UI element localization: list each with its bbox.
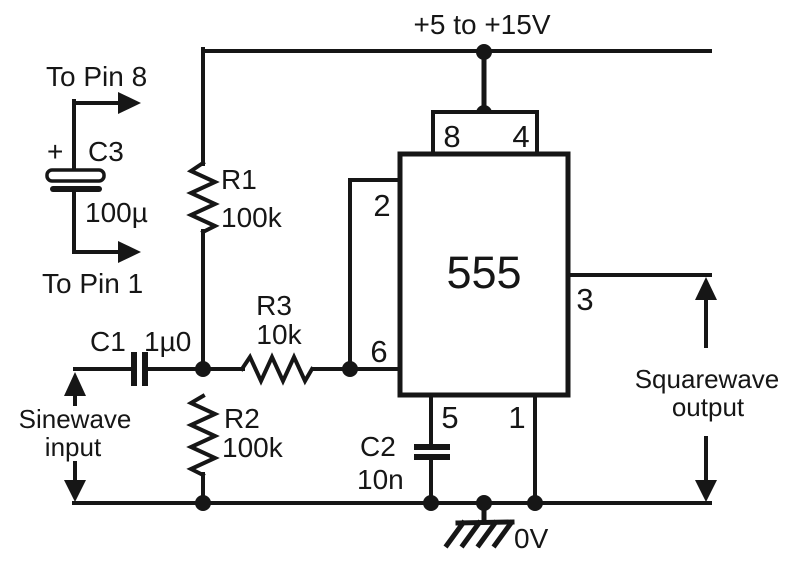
input-arrow-up-icon	[64, 372, 86, 396]
ground-top-bar	[455, 519, 515, 526]
resistor-r1: R1 100k	[186, 160, 283, 235]
sinewave-input-port: Sinewave input	[19, 372, 132, 502]
c2-plate-bottom	[414, 454, 450, 460]
c3-polarity-mark: +	[47, 136, 63, 167]
c3-plate-negative	[50, 186, 102, 192]
resistor-r3: R3 10k	[239, 290, 315, 386]
r3-ref-label: R3	[256, 290, 292, 321]
r2-value-label: 100k	[222, 432, 284, 463]
c1-plate-left	[131, 352, 137, 386]
ic-555: 555 8 4 2 6 3 5 1	[370, 110, 594, 435]
ic-555-body	[397, 151, 571, 398]
ic-555-label: 555	[446, 247, 521, 298]
c2-ground-junction-dot	[423, 495, 439, 511]
pin2-label: 2	[373, 188, 390, 223]
capacitor-c3-branch: To Pin 8 + C3 100µ To Pin 1	[42, 61, 148, 299]
r2-zigzag	[186, 393, 220, 478]
capacitor-c1: C1 1µ0	[90, 326, 191, 386]
input-label-line1: Sinewave	[19, 404, 132, 434]
output-arrow-up-icon	[695, 277, 717, 300]
ground-hatch-4	[491, 519, 515, 549]
pin2-pin6-tie-wire	[348, 178, 402, 371]
output-arrow-down-icon	[695, 480, 717, 502]
ground-symbol-junction-dot	[476, 495, 492, 511]
output-label-line1: Squarewave	[635, 364, 780, 394]
pin8-label: 8	[443, 119, 460, 154]
r1-zigzag	[186, 160, 220, 235]
r1-ref-label: R1	[221, 164, 257, 195]
ground-symbol: 0V	[443, 519, 549, 554]
c3-to-pin8-label: To Pin 8	[46, 61, 147, 92]
r1-value-label: 100k	[221, 202, 283, 233]
r3-zigzag	[239, 352, 315, 386]
c3-to-pin1-label: To Pin 1	[42, 268, 143, 299]
c1-r1-r2-r3-junction-dot	[195, 361, 211, 377]
r2-ref-label: R2	[224, 403, 260, 434]
c1-value-label: 1µ0	[144, 326, 191, 357]
c1-plate-right	[142, 352, 148, 386]
input-arrow-down-icon	[64, 480, 86, 502]
pin3-label: 3	[576, 282, 593, 317]
ground-voltage-label: 0V	[514, 523, 549, 554]
to-pin1-arrow-icon	[118, 241, 141, 263]
pin6-label: 6	[370, 334, 387, 369]
c3-ref-label: C3	[88, 136, 124, 167]
ground-hatch-3	[475, 519, 499, 549]
pin1-ground-junction-dot	[527, 495, 543, 511]
output-label-line2: output	[672, 392, 745, 422]
pin4-label: 4	[512, 119, 529, 154]
to-pin8-arrow-icon	[118, 92, 141, 114]
squarewave-output-port: Squarewave output	[635, 277, 780, 502]
supply-junction-dot	[476, 44, 492, 60]
r3-pin6-junction-dot	[342, 361, 358, 377]
wires	[72, 47, 712, 525]
c2-ref-label: C2	[360, 431, 396, 462]
r2-ground-junction-dot	[195, 495, 211, 511]
pin84-box	[431, 110, 539, 156]
c2-value-label: 10n	[357, 464, 404, 495]
ground-hatch-2	[459, 519, 483, 549]
input-label-line2: input	[45, 432, 102, 462]
c1-ref-label: C1	[90, 326, 126, 357]
c2-plate-top	[414, 444, 450, 450]
pin1-label: 1	[508, 400, 525, 435]
r3-value-label: 10k	[256, 319, 302, 350]
c3-value-label: 100µ	[85, 197, 148, 228]
capacitor-c2: C2 10n	[357, 431, 450, 495]
ground-hatch-1	[443, 519, 467, 549]
supply-voltage-label: +5 to +15V	[413, 9, 550, 40]
c3-plate-positive	[45, 168, 106, 183]
pin5-label: 5	[441, 400, 458, 435]
resistor-r2: R2 100k	[186, 393, 284, 478]
